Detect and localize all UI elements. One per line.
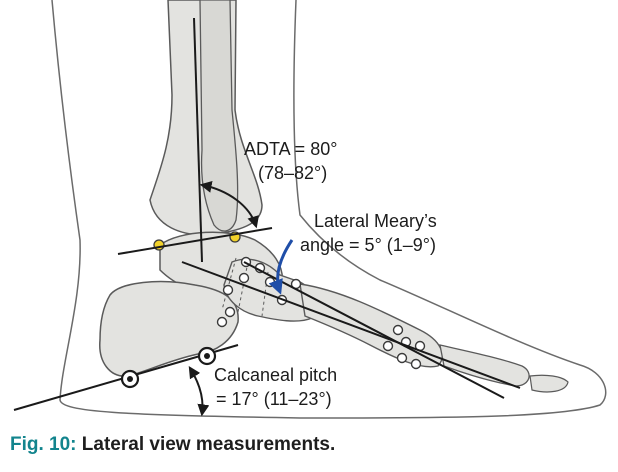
meary-label: Lateral Meary’s <box>314 211 437 231</box>
meary-angle-label: angle = 5° (1–9°) <box>300 235 436 255</box>
phalanx-bones <box>439 344 530 387</box>
calcaneal-pitch-label: Calcaneal pitch <box>214 365 338 385</box>
calcaneal-pitch-value-label: = 17° (11–23°) <box>216 389 332 409</box>
skin-outline <box>51 0 607 419</box>
double-headed-curved-arrow-icon <box>188 365 210 417</box>
double-headed-curved-arrow-icon <box>199 180 259 229</box>
figure-caption: Fig. 10: Lateral view measurements. <box>10 434 335 456</box>
distal-phalanx-bone <box>529 374 569 393</box>
landmark-points <box>216 256 426 370</box>
caption-text: Lateral view measurements. <box>81 434 336 455</box>
adta-label: ADTA = 80° <box>244 139 338 159</box>
caption-number: Fig. 10: <box>10 434 77 455</box>
adta-range-label: (78–82°) <box>258 163 328 183</box>
curved-arrow-icon <box>268 239 294 295</box>
calcaneus-bone <box>99 280 239 377</box>
